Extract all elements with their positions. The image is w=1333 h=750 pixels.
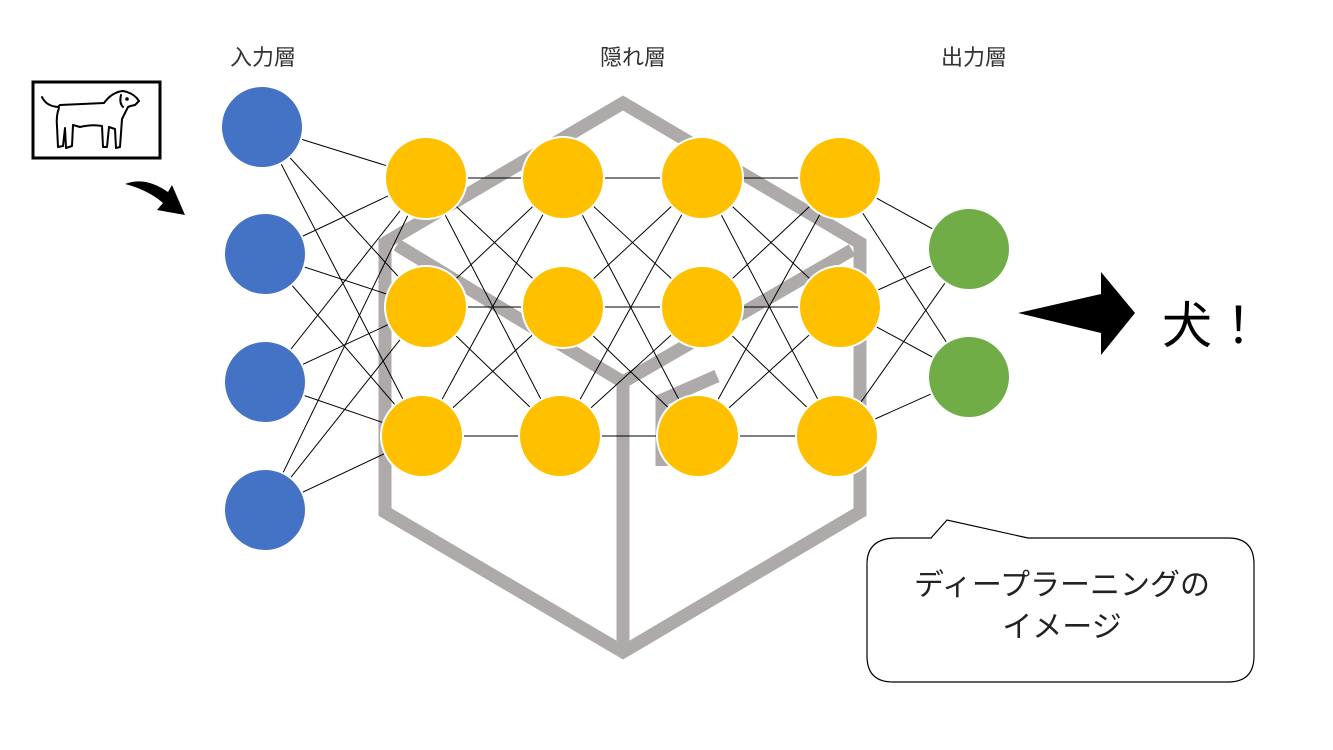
hidden-node <box>798 265 882 349</box>
result-label: 犬！ <box>1162 297 1290 355</box>
right-arrow-icon <box>1018 272 1135 355</box>
neurons <box>220 85 1011 552</box>
connection-edge <box>559 177 703 437</box>
input-node <box>223 340 307 424</box>
hidden-node <box>521 265 605 349</box>
connection-edge <box>697 177 841 437</box>
bubble-line-2: イメージ <box>1002 610 1122 645</box>
connection-edge <box>264 306 427 511</box>
hidden-node <box>521 136 605 220</box>
hidden-node <box>384 265 468 349</box>
output-layer-label: 出力層 <box>940 46 1008 71</box>
input-layer-label: 入力層 <box>229 46 297 71</box>
input-node <box>223 212 307 296</box>
connection-edge <box>264 177 427 511</box>
hidden-node <box>660 265 744 349</box>
connection-edge <box>421 177 564 437</box>
input-node <box>223 468 307 552</box>
speech-bubble <box>866 519 1255 683</box>
output-node <box>927 207 1011 291</box>
hidden-node <box>656 394 740 478</box>
hidden-layer-label: 隠れ層 <box>599 46 667 71</box>
dog-icon <box>41 90 140 149</box>
input-node <box>220 85 304 169</box>
bubble-line-1: ディープラーニングの <box>913 568 1211 603</box>
hidden-node <box>660 136 744 220</box>
hidden-node <box>518 394 602 478</box>
curved-arrow-icon <box>125 181 185 215</box>
hidden-node <box>384 136 468 220</box>
hidden-node <box>798 136 882 220</box>
output-node <box>927 335 1011 419</box>
hidden-node <box>795 394 879 478</box>
connection-edge <box>264 177 427 383</box>
hidden-node <box>380 394 464 478</box>
connection-edge <box>261 126 423 437</box>
dog-image <box>31 80 162 160</box>
speech-bubble-text: ディープラーニングの イメージ <box>870 565 1254 649</box>
